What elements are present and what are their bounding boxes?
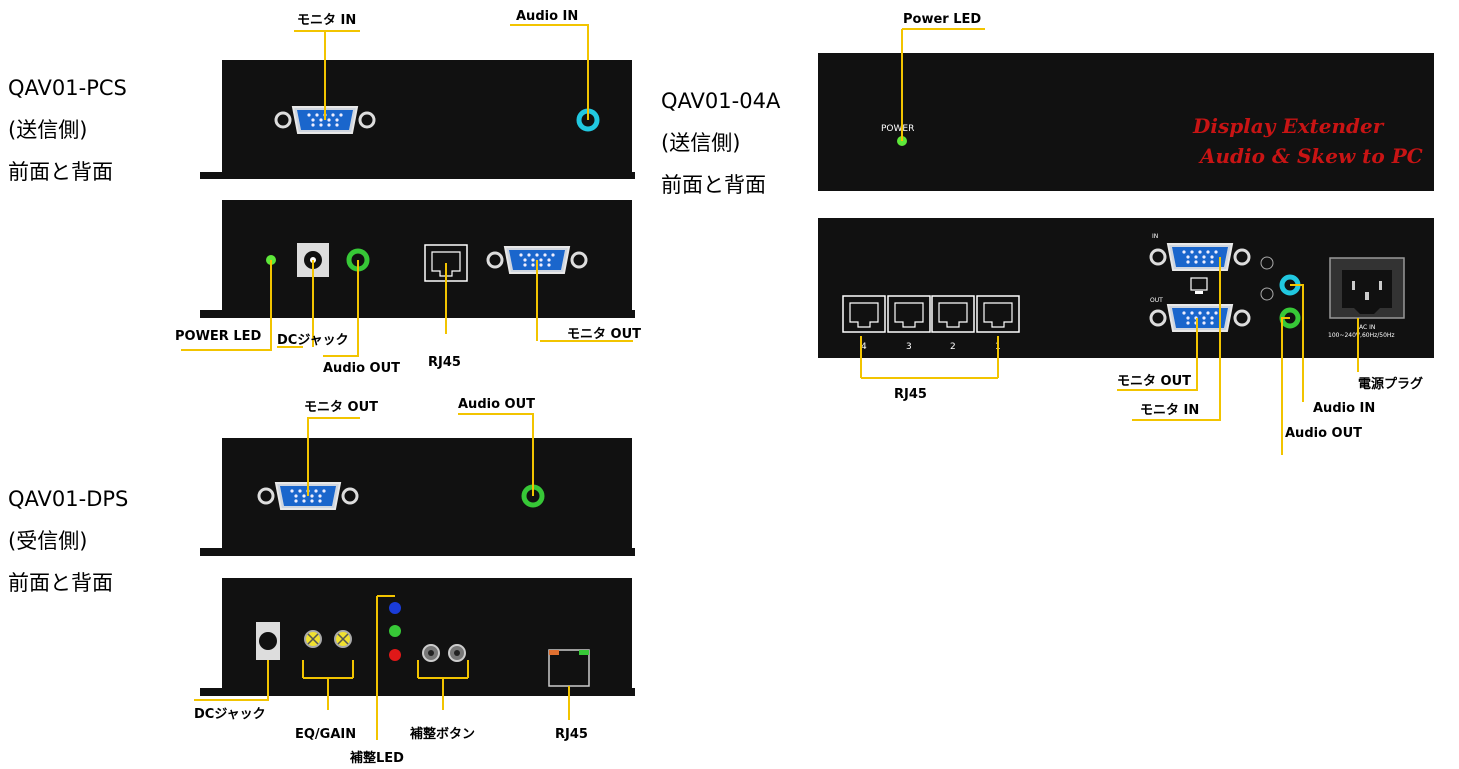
dps-callout-monitor-out: モニタ OUT [304,400,378,415]
a04-panel-out-text: OUT [1150,297,1163,304]
a04-brand-line1: Display Extender [1192,114,1385,138]
pcs-callout-monitor-in: モニタ IN [297,13,356,28]
pcs-model-name: QAV01-PCS [8,76,127,100]
a04-rear-panel: 4 3 2 1 IN OUT AC IN 100~240V,60Hz/50Hz [818,218,1434,358]
dps-eq-gain-knobs [304,630,352,648]
dps-role: (受信側) [8,529,88,553]
dps-callout-eq-gain: EQ/GAIN [295,727,356,742]
dps-leader-lines [194,413,570,740]
a04-leader-lines [860,28,1359,455]
pcs-role: (送信側) [8,118,88,142]
a04-role: (送信側) [661,131,741,155]
dps-view: 前面と背面 [8,571,113,595]
a04-panel-power-text: POWER [881,124,914,134]
dps-callout-dc-jack: DCジャック [194,707,266,722]
a04-callout-monitor-out: モニタ OUT [1117,374,1191,389]
a04-ac-inlet [1329,257,1405,319]
a04-device-label: QAV01-04A (送信側) 前面と背面 [661,80,780,206]
dps-callout-correction-led: 補整LED [349,750,404,766]
dps-rear-panel [200,578,635,696]
dps-device-label: QAV01-DPS (受信側) 前面と背面 [8,478,128,604]
a04-callout-power-plug: 電源プラグ [1358,376,1423,392]
pcs-callout-rj45: RJ45 [428,355,461,370]
dps-correction-leds [389,602,401,661]
pcs-rear-panel [200,200,635,318]
port-number-label: 4 [861,342,867,352]
pcs-callout-dc-jack: DCジャック [277,333,349,348]
dps-model-name: QAV01-DPS [8,487,129,511]
audio-icon [1260,287,1274,301]
a04-callout-monitor-in: モニタ IN [1140,403,1199,418]
dps-front-panel [200,438,635,556]
a04-callout-rj45: RJ45 [894,387,927,402]
dps-callout-audio-out: Audio OUT [458,397,535,412]
dps-correction-buttons [422,644,466,662]
dps-callout-correction-button: 補整ボタン [409,726,475,742]
pcs-leader-lines [181,24,633,357]
dps-callout-rj45: RJ45 [555,727,588,742]
pcs-callout-power-led: POWER LED [175,329,261,344]
a04-ac-rating-line2: 100~240V,60Hz/50Hz [1328,332,1395,339]
pcs-callout-monitor-out: モニタ OUT [567,327,641,342]
a04-front-panel: POWER Display Extender Audio & Skew to P… [818,53,1434,191]
dps-rj45-port [548,649,590,687]
port-number-label: 3 [906,342,912,352]
pcs-front-panel [200,60,635,179]
pcs-callout-audio-in: Audio IN [516,9,578,24]
pcs-device-label: QAV01-PCS (送信側) 前面と背面 [8,67,127,193]
port-number-label: 2 [950,342,956,352]
audio-icon [1260,256,1274,270]
a04-ac-rating-line1: AC IN [1359,324,1375,331]
pcs-callout-audio-out: Audio OUT [323,361,400,376]
pcs-view: 前面と背面 [8,160,113,184]
a04-callout-audio-in: Audio IN [1313,401,1375,416]
a04-view: 前面と背面 [661,173,766,197]
a04-panel-in-text: IN [1152,233,1158,240]
a04-callout-audio-out: Audio OUT [1285,426,1362,441]
a04-brand-line2: Audio & Skew to PC [1198,144,1423,168]
a04-model-name: QAV01-04A [661,89,781,113]
a04-callout-power-led: Power LED [903,12,981,27]
monitor-icon [1190,277,1208,291]
